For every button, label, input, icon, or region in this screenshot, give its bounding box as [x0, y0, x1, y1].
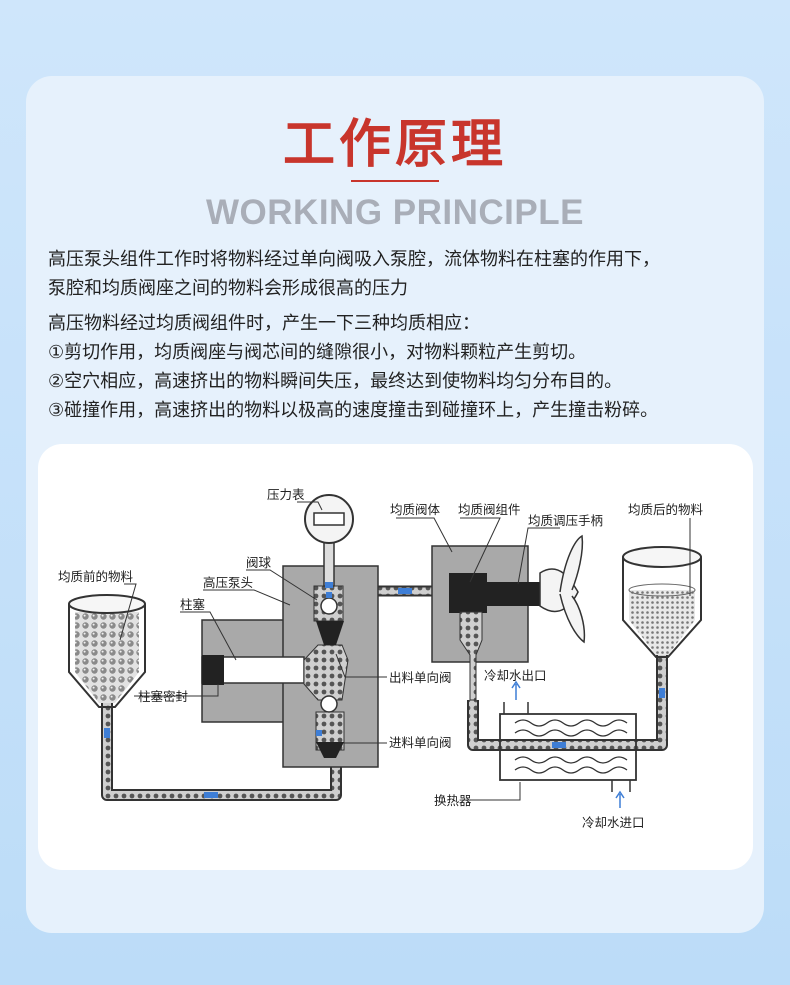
label-valve-ball: 阀球	[246, 555, 272, 570]
label-plunger: 柱塞	[180, 597, 206, 612]
description-line-6: ③碰撞作用，高速挤出的物料以极高的速度撞击到碰撞环上，产生撞击粉碎。	[48, 400, 659, 421]
page-title: 工作原理	[282, 115, 507, 175]
description-line-3: 高压物料经过均质阀组件时，产生一下三种均质相应：	[48, 313, 480, 334]
description-line-2: 泵腔和均质阀座之间的物料会形成很高的压力	[48, 278, 408, 299]
label-plunger-seal: 柱塞密封	[138, 689, 188, 704]
homogenizing-valve	[431, 534, 586, 701]
label-material-before: 均质前的物料	[58, 569, 134, 584]
leader-lines	[119, 501, 691, 801]
label-cooling-water-outlet: 冷却水出口	[484, 668, 547, 683]
label-inlet-check-valve: 进料单向阀	[389, 735, 452, 750]
label-pressure-gauge: 压力表	[267, 487, 305, 502]
label-homogenizing-valve-body: 均质阀体	[390, 502, 441, 517]
label-cooling-water-inlet: 冷却水进口	[582, 815, 645, 830]
label-heat-exchanger: 换热器	[434, 793, 472, 808]
page-subtitle: WORKING PRINCIPLE	[206, 193, 584, 232]
heat-exchanger	[499, 680, 637, 808]
tank-before	[68, 594, 146, 708]
label-homogenizing-valve-assembly: 均质阀组件	[458, 502, 521, 517]
label-material-after: 均质后的物料	[628, 502, 704, 517]
title-divider	[351, 180, 439, 182]
label-pressure-handle: 均质调压手柄	[528, 513, 603, 528]
pump-body	[201, 565, 379, 768]
label-pump-head: 高压泵头	[203, 575, 253, 590]
description-line-5: ②空穴相应，高速挤出的物料瞬间失压，最终达到使物料均匀分布目的。	[48, 371, 623, 392]
description-line-4: ①剪切作用，均质阀座与阀芯间的缝隙很小，对物料颗粒产生剪切。	[48, 342, 587, 363]
label-outlet-check-valve: 出料单向阀	[389, 670, 452, 685]
tank-after	[622, 546, 702, 658]
description-line-1: 高压泵头组件工作时将物料经过单向阀吸入泵腔，流体物料在柱塞的作用下，	[48, 249, 660, 270]
pressure-gauge	[304, 494, 354, 588]
